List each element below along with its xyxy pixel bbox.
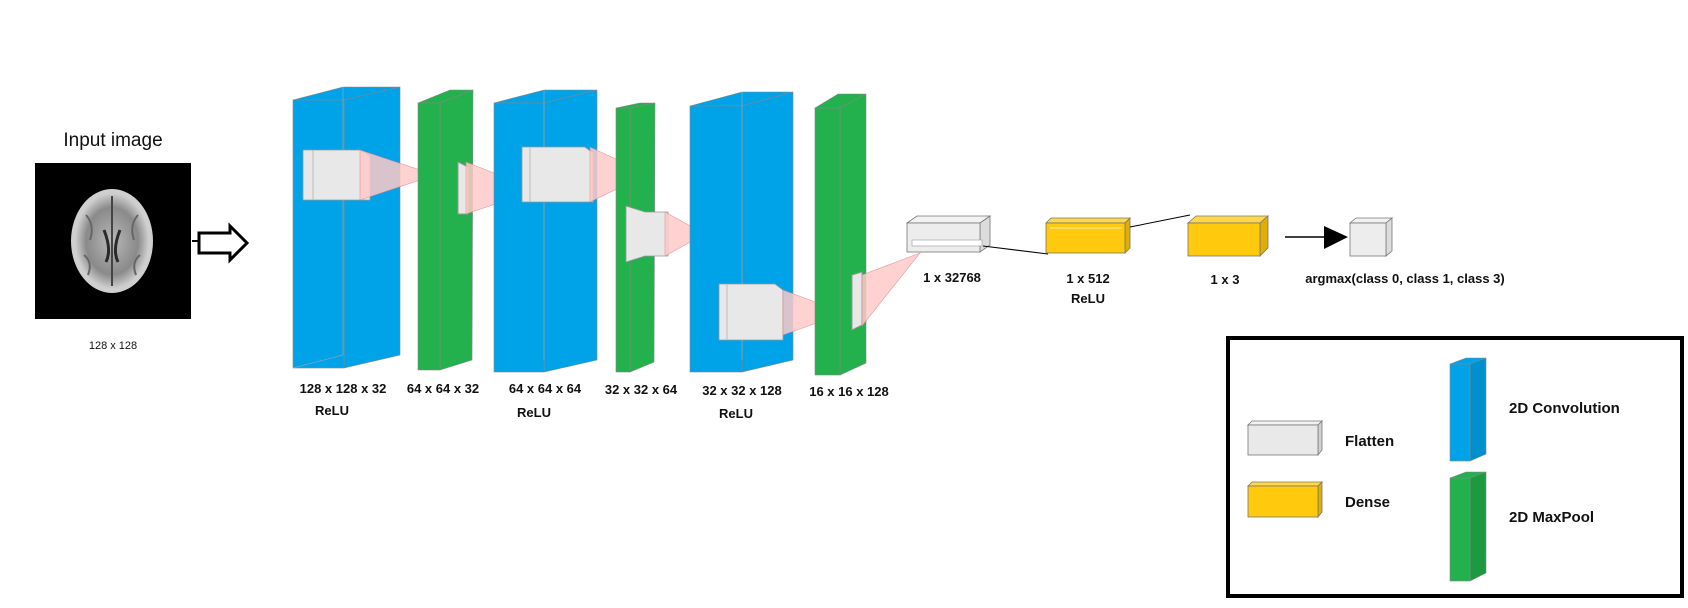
layer-2-dims: 64 x 64 x 32 xyxy=(406,381,480,396)
legend-dense-swatch xyxy=(1247,481,1323,519)
layer-3-dims: 64 x 64 x 64 xyxy=(508,381,582,396)
dense-connector-2 xyxy=(1129,214,1191,228)
layer-4-dims: 32 x 32 x 64 xyxy=(604,382,678,397)
legend-conv-label: 2D Convolution xyxy=(1509,400,1620,417)
kernel-5 xyxy=(782,289,846,336)
conv-block-1 xyxy=(292,86,401,369)
conv-block-3 xyxy=(689,91,794,373)
kernel-6 xyxy=(861,252,921,327)
input-arrow xyxy=(192,222,250,264)
legend-dense-label: Dense xyxy=(1345,494,1391,511)
flatten-block xyxy=(905,215,992,253)
kernel-1 xyxy=(359,149,436,201)
legend-pool-swatch xyxy=(1449,471,1487,582)
legend-conv-swatch xyxy=(1449,357,1487,462)
input-size-label: 128 x 128 xyxy=(88,340,138,352)
pool-block-3 xyxy=(813,93,867,376)
layer-1-activation: ReLU xyxy=(315,403,349,418)
layer-5-dims: 32 x 32 x 128 xyxy=(702,383,782,398)
layer-1-dims: 128 x 128 x 32 xyxy=(299,381,387,396)
output-label: argmax(class 0, class 1, class 3) xyxy=(1305,271,1505,286)
legend-flatten-label: Flatten xyxy=(1345,433,1395,450)
kernel-4 xyxy=(664,211,706,257)
layer-3-activation: ReLU xyxy=(517,405,551,420)
output-arrow xyxy=(1285,226,1348,249)
pool-block-1 xyxy=(417,89,474,371)
dense-1-activation: ReLU xyxy=(1071,291,1105,306)
flatten-dims: 1 x 32768 xyxy=(923,270,981,285)
layer-5-activation: ReLU xyxy=(719,406,753,421)
dense-block-1 xyxy=(1045,217,1131,254)
input-image-title: Input image xyxy=(63,130,163,151)
dense-block-2 xyxy=(1186,215,1270,257)
dense-1-dims: 1 x 512 xyxy=(1066,271,1110,286)
conv-block-2 xyxy=(493,89,598,373)
flatten-dense-connector-1 xyxy=(982,245,1049,255)
legend-pool-label: 2D MaxPool xyxy=(1509,509,1595,526)
input-image xyxy=(35,163,191,319)
output-block xyxy=(1348,217,1394,257)
layer-6-dims: 16 x 16 x 128 xyxy=(809,384,889,399)
legend-flatten-swatch xyxy=(1247,420,1323,457)
legend-box xyxy=(1226,336,1684,598)
dense-2-dims: 1 x 3 xyxy=(1210,272,1240,287)
pool-block-2 xyxy=(615,102,669,373)
